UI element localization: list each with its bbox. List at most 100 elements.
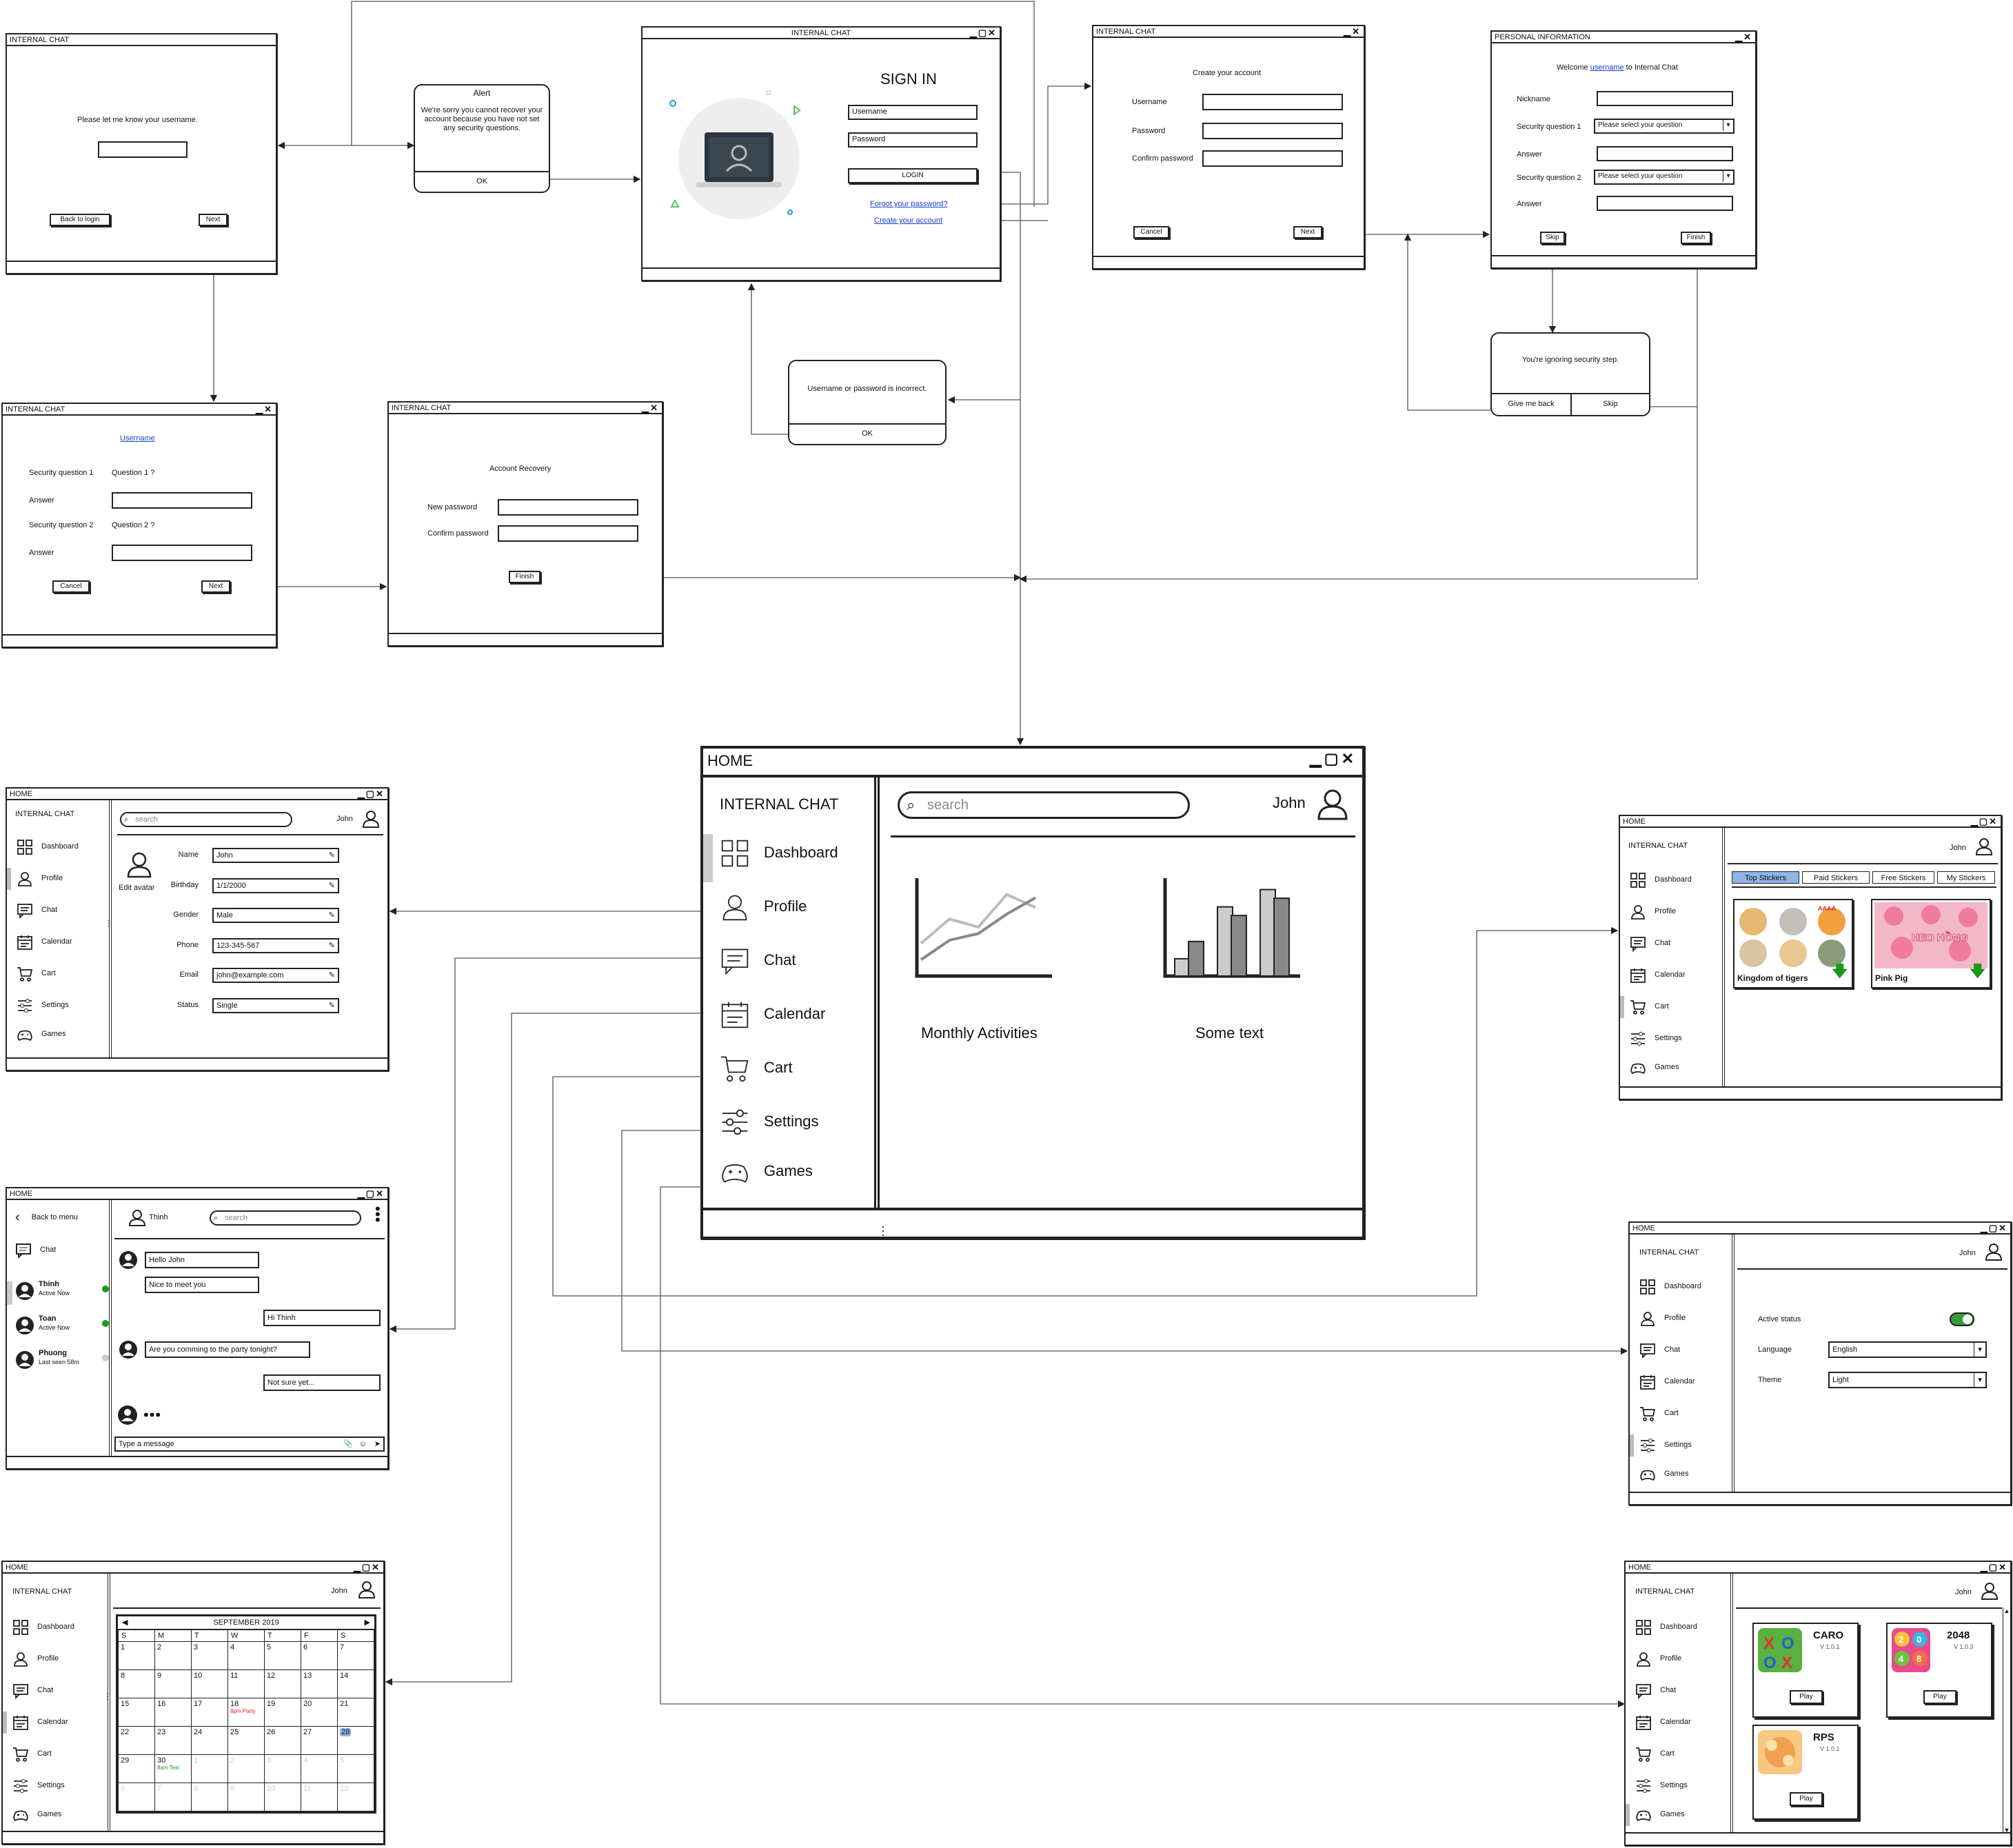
- contact-item[interactable]: Phuong Last seen 58m: [15, 1349, 109, 1374]
- play-button[interactable]: Play: [1790, 1690, 1823, 1704]
- user-avatar-icon[interactable]: [1974, 837, 1994, 856]
- security-question-1-select[interactable]: Please select your question▾: [1594, 119, 1734, 134]
- edit-icon[interactable]: ✎: [328, 881, 335, 890]
- answer-1-input[interactable]: [1597, 146, 1733, 161]
- day-cell[interactable]: 21: [337, 1698, 374, 1727]
- day-cell[interactable]: 4: [301, 1754, 338, 1783]
- field-input-status[interactable]: Single✎: [212, 997, 339, 1013]
- emoji-icon[interactable]: ☺: [358, 1440, 367, 1448]
- security-question-2-select[interactable]: Please select your question▾: [1594, 170, 1734, 185]
- edit-icon[interactable]: ✎: [328, 851, 335, 860]
- cancel-button[interactable]: Cancel: [1133, 226, 1169, 238]
- resize-handle[interactable]: ···: [106, 1690, 109, 1703]
- day-cell[interactable]: 29: [118, 1754, 155, 1783]
- welcome-username-link[interactable]: username: [1590, 63, 1624, 72]
- tab-paid-stickers[interactable]: Paid Stickers: [1802, 871, 1870, 884]
- finish-button[interactable]: Finish: [509, 571, 540, 583]
- window-controls[interactable]: ▁▢✕: [357, 1188, 385, 1199]
- username-input[interactable]: [98, 141, 188, 158]
- day-cell[interactable]: 8: [118, 1669, 155, 1698]
- username-input[interactable]: Username: [848, 105, 978, 120]
- ignore-skip-button[interactable]: Skip: [1572, 393, 1649, 415]
- day-cell[interactable]: 27: [301, 1726, 338, 1755]
- day-cell[interactable]: 22: [118, 1726, 155, 1755]
- edit-icon[interactable]: ✎: [328, 1001, 335, 1010]
- day-cell[interactable]: 12: [337, 1783, 374, 1811]
- window-controls[interactable]: ▁▢✕: [357, 789, 385, 799]
- day-cell[interactable]: 20: [301, 1698, 338, 1727]
- day-cell[interactable]: 4: [227, 1641, 265, 1670]
- password-input[interactable]: [1202, 123, 1343, 139]
- cancel-button[interactable]: Cancel: [52, 580, 90, 593]
- day-cell[interactable]: 6: [301, 1641, 338, 1670]
- day-cell[interactable]: 1: [191, 1754, 228, 1783]
- window-controls[interactable]: ▁✕: [1344, 26, 1361, 37]
- language-select[interactable]: English▾: [1828, 1341, 1987, 1358]
- back-to-login-button[interactable]: Back to login: [50, 214, 110, 226]
- window-controls[interactable]: ▁▢✕: [353, 1562, 381, 1572]
- day-cell[interactable]: 2: [227, 1754, 265, 1783]
- window-controls[interactable]: ▁▢✕: [969, 28, 997, 38]
- edit-icon[interactable]: ✎: [328, 941, 335, 950]
- search-bar[interactable]: ⌕ search: [898, 791, 1190, 819]
- day-cell[interactable]: 11: [227, 1669, 265, 1698]
- day-cell[interactable]: 6: [118, 1783, 155, 1811]
- day-cell[interactable]: 7: [337, 1641, 374, 1670]
- download-icon[interactable]: 🡇: [1832, 962, 1848, 979]
- nickname-input[interactable]: [1597, 91, 1733, 106]
- scrollbar[interactable]: ▲▼: [2003, 1607, 2010, 1834]
- window-controls[interactable]: ▁▢✕: [1970, 816, 1998, 826]
- day-cell[interactable]: 19: [264, 1698, 301, 1727]
- field-input-name[interactable]: John✎: [212, 848, 339, 863]
- day-cell[interactable]: 14: [337, 1669, 374, 1698]
- field-input-phone[interactable]: 123-345-567✎: [212, 937, 339, 953]
- next-button[interactable]: Next: [201, 580, 230, 593]
- day-cell[interactable]: 9: [227, 1783, 265, 1811]
- day-cell[interactable]: 2: [154, 1641, 192, 1670]
- forgot-password-link[interactable]: Forgot your password?: [870, 200, 948, 208]
- window-controls[interactable]: ▁✕: [256, 404, 273, 414]
- day-cell[interactable]: 16: [154, 1698, 192, 1727]
- field-input-email[interactable]: john@example.com✎: [212, 968, 339, 983]
- window-controls[interactable]: ▁▢✕: [1980, 1562, 2007, 1572]
- window-controls[interactable]: ▁✕: [1735, 32, 1752, 42]
- day-cell[interactable]: 10: [264, 1783, 301, 1811]
- contact-item[interactable]: Thinh Active Now: [15, 1280, 109, 1305]
- sticker-pack-kingdom-of-tigers[interactable]: AAAA Kingdom of tigers 🡇: [1733, 899, 1853, 988]
- next-month-icon[interactable]: ▶: [364, 1618, 370, 1627]
- tab-free-stickers[interactable]: Free Stickers: [1872, 871, 1934, 884]
- tab-top-stickers[interactable]: Top Stickers: [1732, 871, 1799, 884]
- search-bar[interactable]: ⌕search: [120, 812, 292, 827]
- give-me-back-button[interactable]: Give me back: [1492, 393, 1572, 415]
- message-input[interactable]: Type a message 📎 ☺ ➤: [114, 1436, 385, 1452]
- user-avatar-icon[interactable]: [357, 1580, 376, 1599]
- download-icon[interactable]: 🡇: [1970, 962, 1985, 979]
- sticker-pack-pink-pig[interactable]: HEO HỒNG Pink Pig 🡇: [1871, 899, 1991, 988]
- edit-avatar-label[interactable]: Edit avatar: [119, 884, 155, 892]
- next-button[interactable]: Next: [1293, 226, 1322, 238]
- day-cell[interactable]: 17: [191, 1698, 228, 1727]
- field-input-gender[interactable]: Male✎: [212, 908, 339, 923]
- confirm-password-input[interactable]: [498, 525, 638, 542]
- next-button[interactable]: Next: [199, 214, 227, 226]
- user-avatar-icon[interactable]: [1984, 1242, 2003, 1261]
- day-cell[interactable]: 10: [191, 1669, 228, 1698]
- answer-2-input[interactable]: [1597, 196, 1733, 211]
- resize-handle[interactable]: ···: [108, 917, 110, 930]
- username-input[interactable]: [1202, 94, 1343, 110]
- day-cell[interactable]: 1: [118, 1641, 155, 1670]
- day-cell[interactable]: 8: [191, 1783, 228, 1811]
- back-to-menu-button[interactable]: ‹ Back to menu: [15, 1210, 78, 1226]
- prev-month-icon[interactable]: ◀: [122, 1618, 128, 1627]
- window-controls[interactable]: ▁✕: [642, 403, 659, 413]
- theme-select[interactable]: Light▾: [1828, 1372, 1987, 1388]
- incorrect-ok-button[interactable]: OK: [789, 423, 945, 444]
- day-cell[interactable]: 5: [264, 1641, 301, 1670]
- day-cell[interactable]: 9: [154, 1669, 192, 1698]
- play-button[interactable]: Play: [1790, 1792, 1823, 1806]
- user-avatar-icon[interactable]: [1315, 787, 1350, 822]
- day-cell[interactable]: 28: [337, 1726, 374, 1755]
- finish-button[interactable]: Finish: [1681, 232, 1711, 244]
